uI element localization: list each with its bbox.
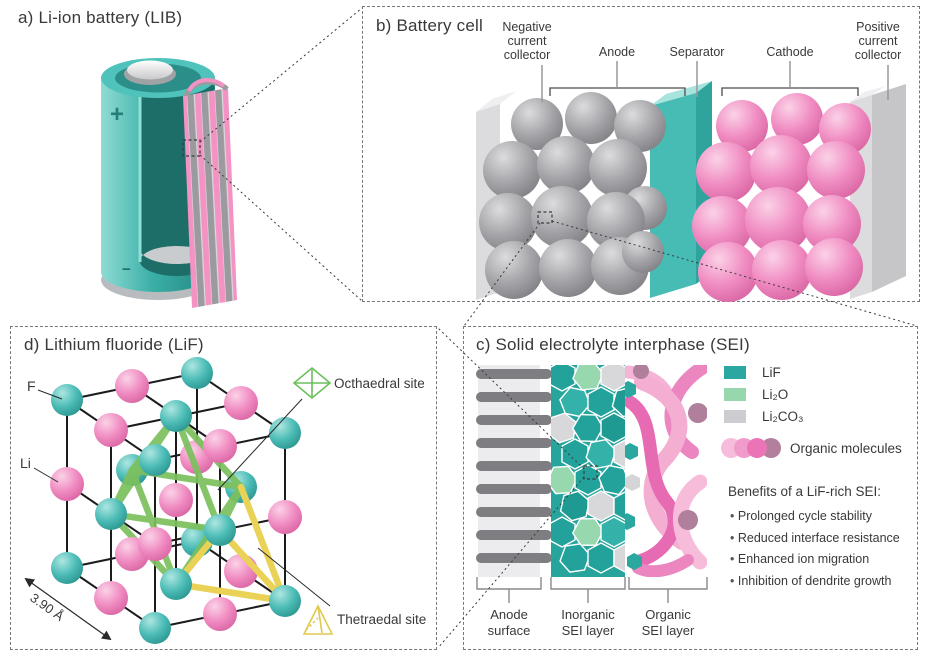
octahedral-site-icon — [292, 366, 332, 400]
tetrahedral-site-icon — [302, 604, 334, 635]
anode-sphere-zoom-rect — [537, 211, 553, 224]
anode-spheres — [479, 92, 667, 299]
benefit-item: Enhanced ion migration — [730, 549, 915, 571]
label-octahedral-site: Octhaedral site — [334, 376, 425, 391]
zone-braces — [476, 577, 708, 603]
benefit-item: Inhibition of dendrite growth — [730, 571, 915, 593]
battery-minus-terminal: − — [122, 261, 131, 278]
lattice-constant-arrow — [24, 577, 112, 641]
benefit-item: Reduced interface resistance — [730, 528, 915, 550]
zoom-connectors — [182, 7, 918, 649]
battery-jelly-roll — [183, 78, 237, 308]
label-separator: Separator — [669, 45, 725, 59]
inorganic-sei-mosaic — [551, 365, 625, 577]
anode-surface-strip — [476, 365, 552, 577]
li2o-swatch — [724, 388, 746, 401]
panel-b-title: b) Battery cell — [376, 16, 483, 35]
octahedral-pointer-line — [217, 398, 303, 491]
organic-sei-layer — [625, 365, 707, 577]
battery-plus-terminal: + — [110, 101, 124, 128]
benefits-list: Prolonged cycle stability Reduced interf… — [730, 506, 915, 592]
battery-cell-illustration — [476, 61, 906, 302]
legend-label-lif: LiF — [762, 365, 781, 380]
label-brackets — [549, 87, 859, 96]
battery-zoom-rect — [182, 139, 201, 157]
sei-illustration — [476, 365, 781, 603]
crystal-front-atoms — [50, 384, 301, 644]
panel-a-title: a) Li-ion battery (LIB) — [18, 8, 183, 27]
li2co3-swatch — [724, 410, 746, 423]
panel-d-title: d) Lithium fluoride (LiF) — [24, 335, 204, 354]
benefits-title: Benefits of a LiF-rich SEI: — [728, 484, 882, 499]
zone-label-inorganic-sei: Inorganic SEI layer — [561, 607, 615, 638]
legend-label-organic: Organic molecules — [790, 441, 902, 456]
label-cathode: Cathode — [766, 45, 814, 59]
legend-swatches — [721, 366, 781, 458]
lif-crystal-illustration — [24, 357, 334, 644]
panel-b-border — [362, 6, 920, 302]
organic-molecules-icon — [721, 438, 781, 458]
panel-c-border — [463, 326, 918, 650]
label-positive-collector: Positive current collector — [854, 20, 902, 62]
label-tetrahedral-site: Thetraedal site — [337, 612, 427, 627]
sei-zoom-rect — [583, 465, 598, 480]
cathode-spheres — [692, 93, 871, 302]
pointer-lines — [541, 61, 889, 102]
benefit-item: Prolonged cycle stability — [730, 506, 915, 528]
zone-label-organic-sei: Organic SEI layer — [641, 607, 695, 638]
panel-c-title: c) Solid electrolyte interphase (SEI) — [476, 335, 750, 354]
battery-illustration: + − — [101, 58, 237, 308]
atom-pointers — [33, 389, 63, 483]
tetrahedral-pointer-line — [257, 547, 331, 607]
legend-label-li2o: Li₂O — [762, 387, 789, 402]
label-lithium: Li — [20, 455, 31, 471]
zone-label-anode-surface: Anode surface — [487, 607, 531, 638]
label-fluorine: F — [27, 378, 36, 394]
panel-d-border — [10, 326, 437, 650]
label-negative-collector: Negative current collector — [502, 20, 552, 62]
label-anode: Anode — [598, 45, 636, 59]
lif-swatch — [724, 366, 746, 379]
legend-label-li2co3: Li₂CO₃ — [762, 409, 804, 424]
